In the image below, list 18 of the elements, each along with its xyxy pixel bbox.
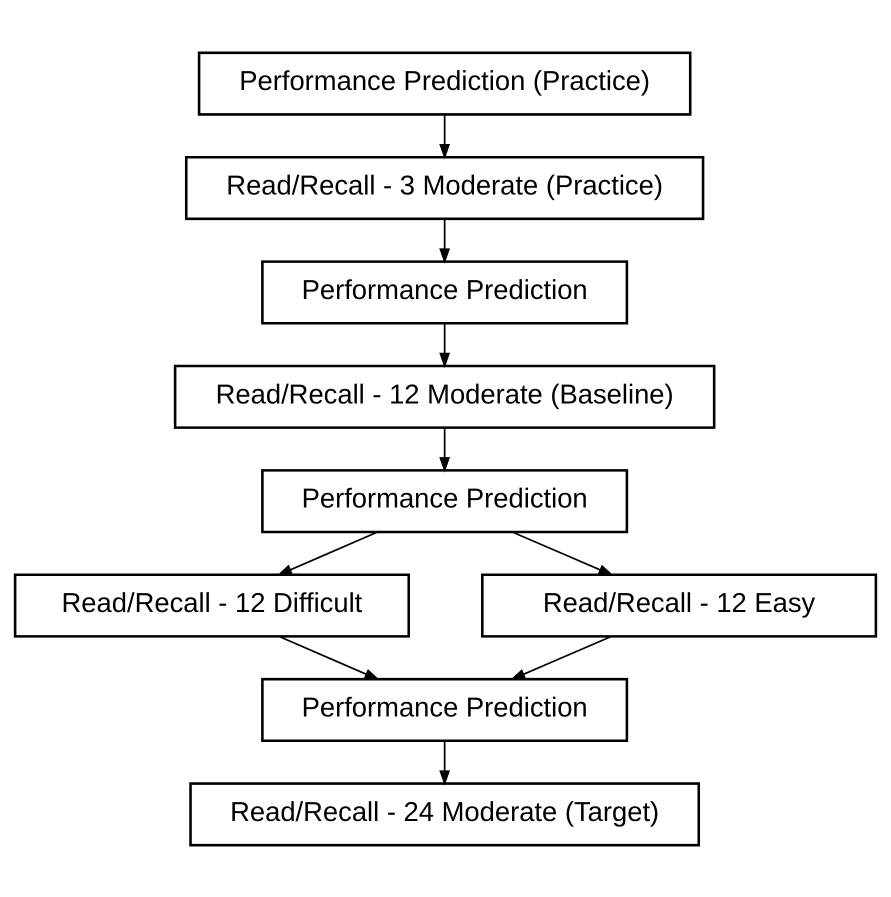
- node-box: Read/Recall - 12 Moderate (Baseline): [174, 364, 716, 428]
- arrow: [439, 114, 450, 159]
- arrow: [439, 218, 450, 264]
- arrow: [439, 427, 450, 472]
- arrow: [439, 740, 450, 786]
- arrow: [278, 635, 380, 680]
- arrow: [510, 635, 612, 680]
- arrow: [512, 530, 614, 576]
- node-box: Read/Recall - 24 Moderate (Target): [189, 782, 700, 846]
- arrow: [439, 322, 450, 368]
- node-box: Read/Recall - 12 Easy: [481, 573, 878, 638]
- node-box: Read/Recall - 3 Moderate (Practice): [184, 155, 704, 220]
- node-box: Performance Prediction: [261, 677, 628, 742]
- node-box: Read/Recall - 12 Difficult: [14, 573, 410, 638]
- node-box: Performance Prediction: [261, 260, 628, 324]
- node-box: Performance Prediction: [261, 468, 628, 533]
- arrow: [276, 530, 378, 576]
- node-box: Performance Prediction (Practice): [198, 51, 692, 116]
